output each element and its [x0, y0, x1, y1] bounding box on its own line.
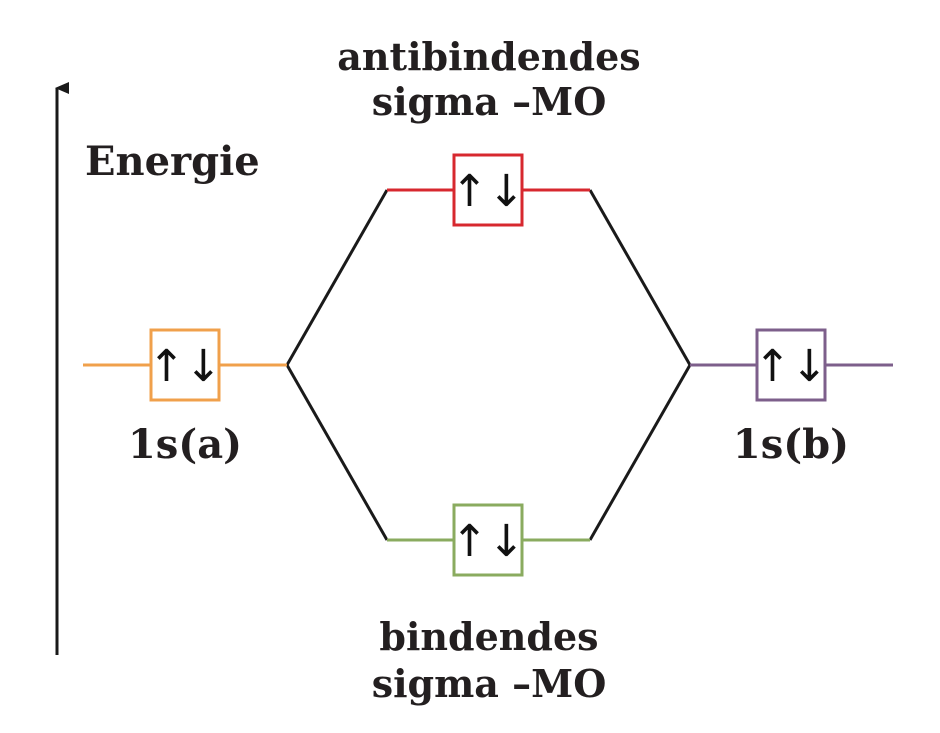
orbital-1s-b-electrons: ↑↓ [754, 341, 828, 392]
connector-left-to-bonding [285, 364, 389, 541]
antibonding-sigma-mo: antibindendes sigma –MO ↑↓ [337, 34, 641, 227]
orbital-1s-b-box [755, 328, 827, 402]
energy-axis-label: Energie [85, 138, 260, 185]
bonding-box [452, 503, 524, 577]
connector-left-to-antibonding [285, 189, 389, 366]
correlation-lines [285, 189, 692, 541]
antibonding-label-line2: sigma –MO [372, 79, 607, 124]
connector-right-to-bonding [588, 364, 692, 541]
bonding-electrons: ↑↓ [451, 516, 525, 567]
antibonding-box [452, 153, 524, 227]
antibonding-label-line1: antibindendes [337, 34, 640, 79]
orbital-1s-a-electrons: ↑↓ [148, 341, 222, 392]
orbital-1s-a-label: 1s(a) [128, 421, 242, 468]
connector-right-to-antibonding [588, 189, 692, 366]
bonding-sigma-mo: ↑↓ bindendes sigma –MO [372, 503, 607, 706]
orbital-1s-b: ↑↓ 1s(b) [690, 328, 893, 468]
orbital-1s-a-box [149, 328, 221, 402]
orbital-1s-a: ↑↓ 1s(a) [83, 328, 287, 468]
bonding-label-line1: bindendes [379, 614, 598, 659]
orbital-1s-b-label: 1s(b) [733, 421, 849, 468]
antibonding-electrons: ↑↓ [451, 166, 525, 217]
bonding-label-line2: sigma –MO [372, 661, 607, 706]
